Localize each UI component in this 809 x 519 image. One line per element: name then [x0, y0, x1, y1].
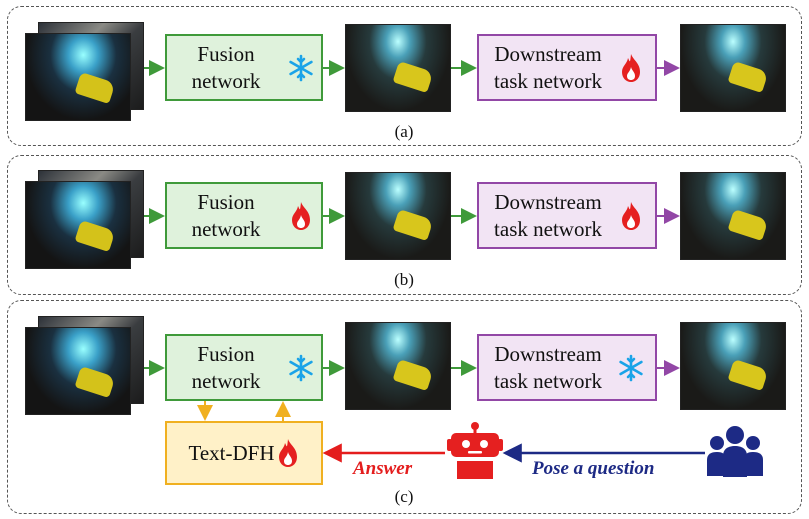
task-label-line1: Downstream	[494, 189, 602, 214]
panel-b-caption: (b)	[394, 270, 414, 289]
fusion-network-box: Fusion network	[165, 182, 323, 249]
source-image-front	[25, 181, 131, 269]
fusion-network-box: Fusion network	[165, 34, 323, 101]
fusion-label-line1: Fusion	[197, 341, 255, 366]
fused-image	[345, 172, 451, 260]
panel-c	[7, 300, 802, 514]
fusion-label-line1: Fusion	[197, 189, 255, 214]
fusion-label-line2: network	[191, 68, 261, 93]
fusion-label-line2: network	[191, 216, 261, 241]
fusion-label-line2: network	[191, 368, 261, 393]
users-icon	[707, 426, 763, 477]
downstream-task-box: Downstream task network	[477, 34, 657, 101]
output-image	[680, 172, 786, 260]
fusion-network-box: Fusion network	[165, 334, 323, 401]
flame-icon	[622, 201, 640, 230]
robot-icon	[447, 422, 503, 479]
question-label: Pose a question	[532, 458, 655, 479]
output-image	[680, 322, 786, 410]
fused-image	[345, 24, 451, 112]
panel-b	[7, 155, 802, 295]
panel-c-caption: (c)	[394, 487, 414, 506]
snowflake-icon	[289, 54, 313, 81]
text-dfh-label: Text-DFH	[188, 440, 275, 465]
flame-icon	[292, 201, 310, 230]
panel-a-caption: (a)	[394, 122, 414, 141]
downstream-task-box: Downstream task network	[477, 182, 657, 249]
task-label-line2: task network	[494, 216, 602, 241]
output-image	[680, 24, 786, 112]
fused-image	[345, 322, 451, 410]
source-image-front	[25, 327, 131, 415]
answer-label: Answer	[353, 458, 413, 479]
flame-icon	[622, 53, 640, 82]
panel-a	[7, 6, 802, 146]
task-label-line2: task network	[494, 68, 602, 93]
downstream-task-box: Downstream task network	[477, 334, 657, 401]
task-label-line2: task network	[494, 368, 602, 393]
snowflake-icon	[619, 354, 643, 381]
text-dfh-box: Text-DFH	[165, 421, 323, 485]
task-label-line1: Downstream	[494, 341, 602, 366]
source-image-front	[25, 33, 131, 121]
fusion-label-line1: Fusion	[197, 41, 255, 66]
task-label-line1: Downstream	[494, 41, 602, 66]
flame-icon	[278, 439, 297, 467]
snowflake-icon	[289, 354, 313, 381]
